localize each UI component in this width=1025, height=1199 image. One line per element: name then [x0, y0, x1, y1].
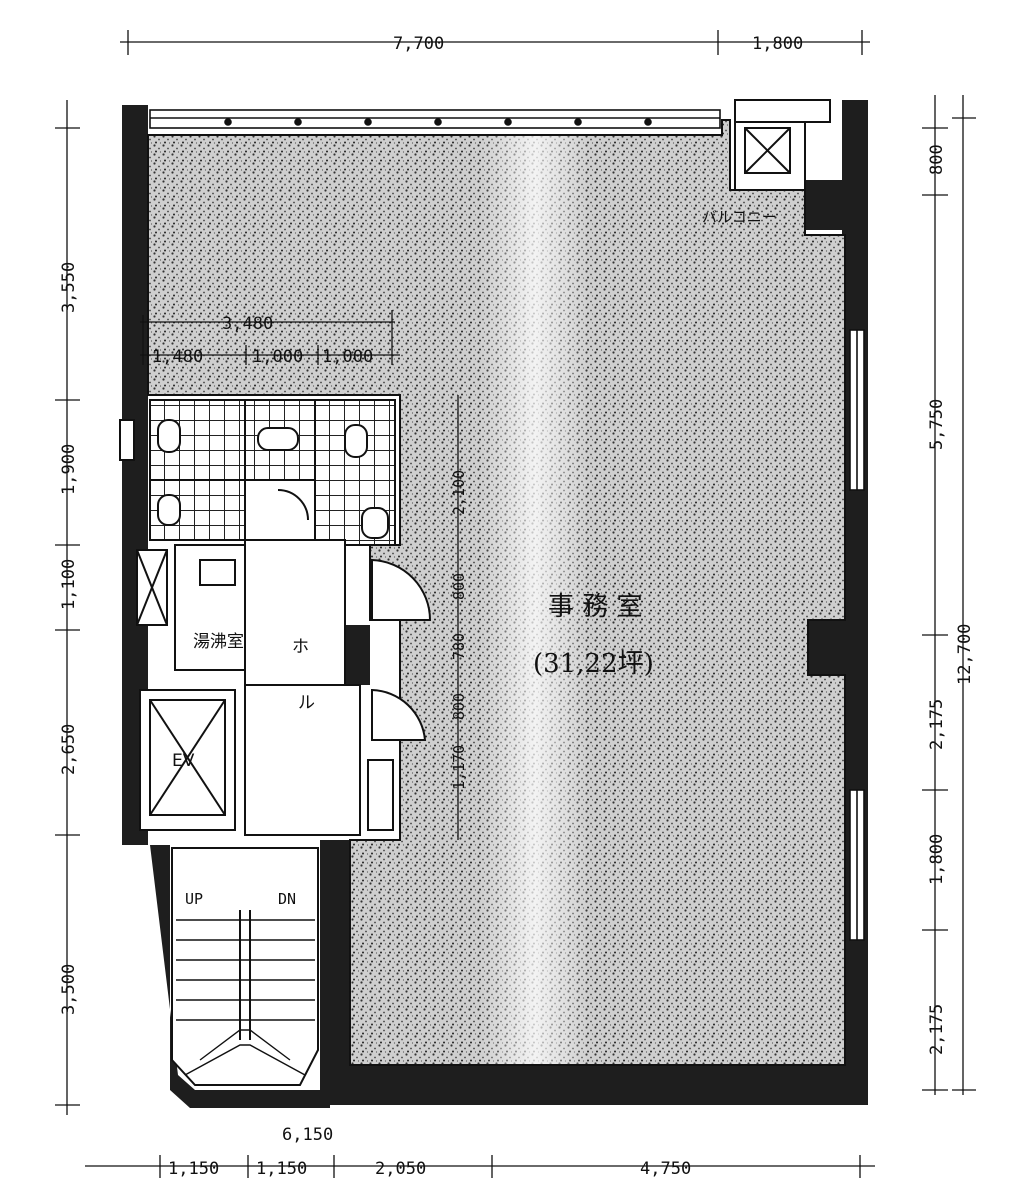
- dim-right-e: 2,175: [927, 1004, 947, 1055]
- office-floor: [147, 119, 846, 1066]
- stairs-down-label: DN: [278, 890, 296, 908]
- dim-right-d: 1,800: [927, 834, 947, 885]
- dim-bottom-b: 1,150: [256, 1159, 307, 1179]
- hall-label-1: ホ: [292, 637, 309, 657]
- dim-inner-c: 1,000: [322, 347, 373, 367]
- exterior-walls: [122, 100, 868, 1108]
- dim-top-a: 7,700: [393, 34, 444, 54]
- dim-inner-v4: 800: [450, 693, 468, 720]
- office-label: 事 務 室: [548, 592, 643, 622]
- kitchen-label: 湯沸室: [193, 632, 244, 652]
- core: [119, 399, 432, 1086]
- dim-bottom-d: 4,750: [640, 1159, 691, 1179]
- dim-inner-w: 3,480: [222, 314, 273, 334]
- dim-right-b: 5,750: [927, 399, 947, 450]
- ev-label: EV: [172, 751, 195, 771]
- right-windows: [849, 329, 865, 941]
- balcony: [734, 99, 831, 191]
- dim-left-b: 1,900: [59, 444, 79, 495]
- dim-bottom-a: 1,150: [168, 1159, 219, 1179]
- dimension-lines: [55, 30, 976, 1178]
- dim-right-c: 2,175: [927, 699, 947, 750]
- dim-inner-v3: 780: [450, 633, 468, 660]
- dim-left-c: 1,100: [59, 559, 79, 610]
- dim-left-a: 3,550: [59, 262, 79, 313]
- top-window: [149, 109, 721, 129]
- dim-bottom-total: 6,150: [282, 1125, 333, 1145]
- dim-left-e: 3,500: [59, 964, 79, 1015]
- dim-bottom-c: 2,050: [375, 1159, 426, 1179]
- hall-label-2: ル: [298, 693, 315, 713]
- dim-right-a: 800: [927, 144, 947, 175]
- dim-right-total: 12,700: [955, 624, 975, 685]
- dim-top-b: 1,800: [752, 34, 803, 54]
- dim-left-d: 2,650: [59, 724, 79, 775]
- balcony-label: バルコニー: [702, 208, 777, 226]
- dim-inner-v5: 1,170: [450, 745, 468, 790]
- stairs-up-label: UP: [185, 890, 203, 908]
- dim-inner-b: 1,000: [252, 347, 303, 367]
- dim-inner-v1: 2,100: [450, 470, 468, 515]
- dim-inner-a: 1,480: [152, 347, 203, 367]
- office-area-label: (31,22坪): [533, 649, 654, 679]
- dim-inner-v2: 800: [450, 573, 468, 600]
